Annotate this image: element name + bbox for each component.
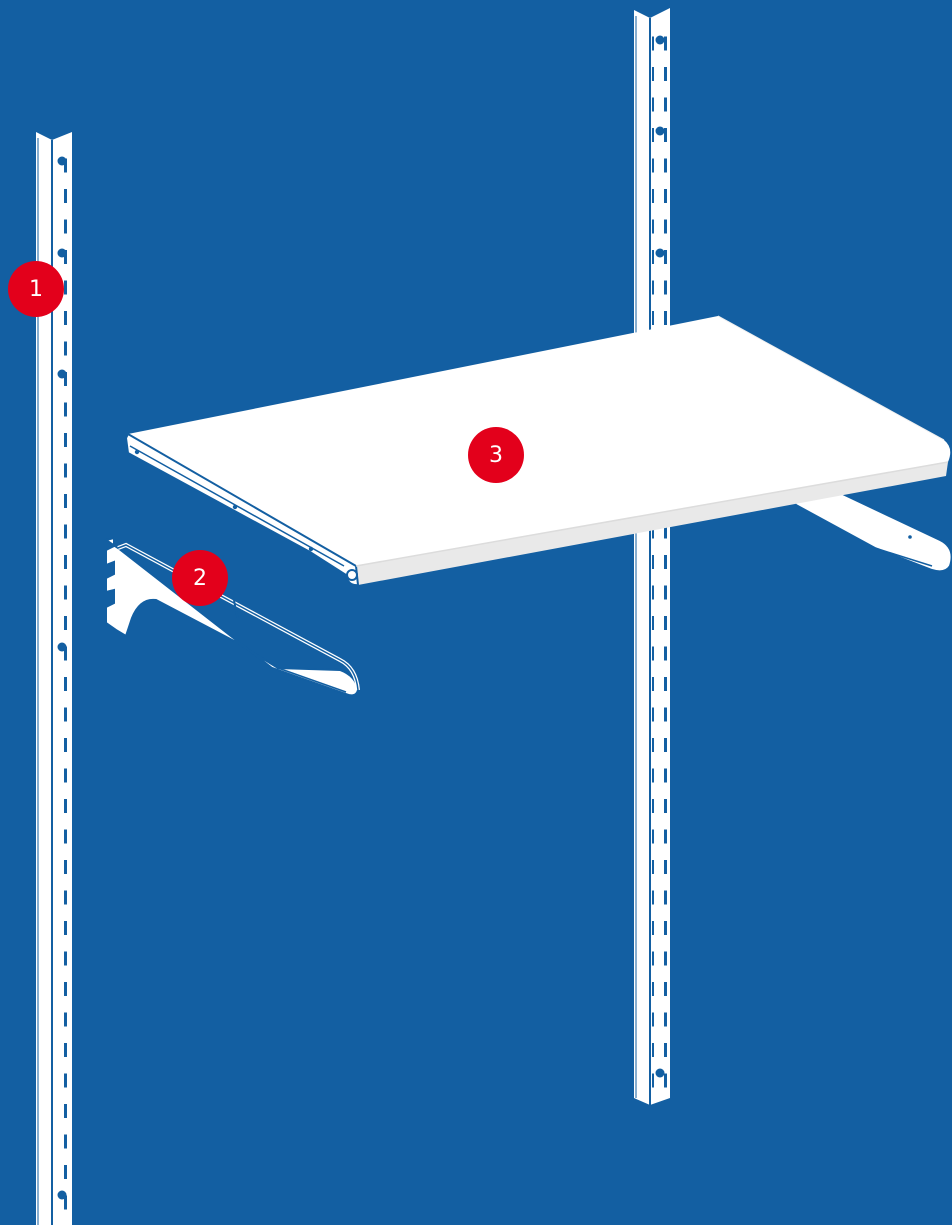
right-upright bbox=[634, 8, 670, 1105]
part-number-badge-upright: 1 bbox=[8, 261, 64, 317]
shelf-board bbox=[124, 315, 951, 587]
left-upright bbox=[36, 132, 72, 1225]
part-number-badge-bracket: 2 bbox=[172, 550, 228, 606]
badge-label: 1 bbox=[29, 276, 43, 302]
part-number-badge-shelf: 3 bbox=[468, 427, 524, 483]
left-bracket bbox=[103, 536, 360, 697]
right-bracket bbox=[788, 486, 952, 573]
badge-label: 2 bbox=[193, 565, 207, 591]
badge-label: 3 bbox=[489, 442, 503, 468]
